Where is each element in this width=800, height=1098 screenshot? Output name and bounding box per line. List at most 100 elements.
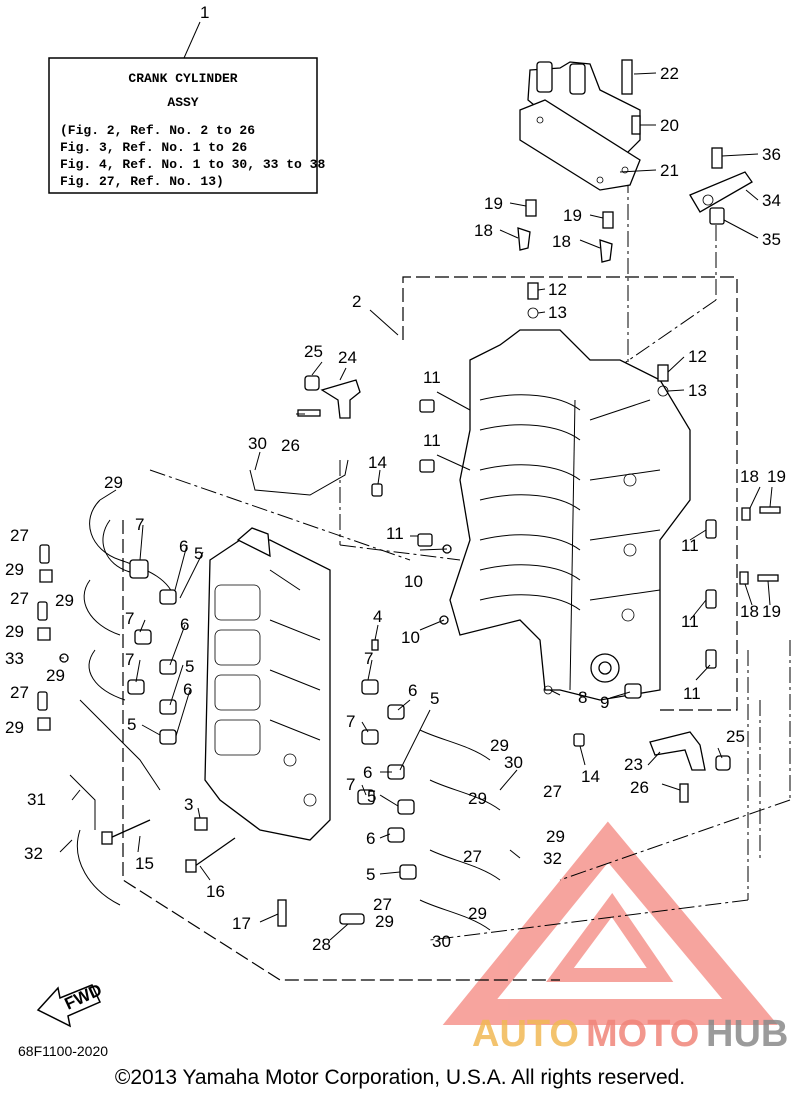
callout-32: 32 bbox=[543, 849, 562, 868]
callout-29: 29 bbox=[46, 666, 65, 685]
logo-text-moto: MOTO bbox=[586, 1013, 699, 1055]
box-ref-line: Fig. 4, Ref. No. 1 to 30, 33 to 38 bbox=[60, 157, 325, 172]
assembly-info-box: CRANK CYLINDER ASSY (Fig. 2, Ref. No. 2 … bbox=[48, 21, 325, 194]
callout-18: 18 bbox=[740, 467, 759, 486]
callout-26: 26 bbox=[630, 778, 649, 797]
callout-7: 7 bbox=[364, 649, 373, 668]
callout-28: 28 bbox=[312, 935, 331, 954]
logo-text-hub: HUB bbox=[706, 1013, 788, 1055]
callout-29: 29 bbox=[5, 718, 24, 737]
callout-27: 27 bbox=[463, 847, 482, 866]
callout-5: 5 bbox=[194, 544, 203, 563]
callout-25: 25 bbox=[726, 727, 745, 746]
callout-12: 12 bbox=[548, 280, 567, 299]
callout-6: 6 bbox=[408, 681, 417, 700]
callout-9: 9 bbox=[600, 693, 609, 712]
box-ref-line: Fig. 3, Ref. No. 1 to 26 bbox=[60, 140, 247, 155]
callout-4: 4 bbox=[373, 607, 382, 626]
callout-29: 29 bbox=[546, 827, 565, 846]
callout-17: 17 bbox=[232, 914, 251, 933]
callout-7: 7 bbox=[125, 609, 134, 628]
bolts bbox=[101, 199, 781, 927]
leader-lines bbox=[59, 72, 773, 941]
callout-25: 25 bbox=[304, 342, 323, 361]
callout-34: 34 bbox=[762, 191, 781, 210]
callout-13: 13 bbox=[548, 303, 567, 322]
callout-11: 11 bbox=[423, 368, 441, 387]
callout-5: 5 bbox=[127, 715, 136, 734]
callout-22: 22 bbox=[660, 64, 679, 83]
copyright-notice: ©2013 Yamaha Motor Corporation, U.S.A. A… bbox=[114, 1066, 686, 1089]
callout-18: 18 bbox=[474, 221, 493, 240]
callout-11: 11 bbox=[386, 524, 404, 543]
logo-text-auto: AUTO bbox=[472, 1013, 579, 1055]
callout-2: 2 bbox=[352, 292, 361, 311]
callout-29: 29 bbox=[468, 904, 487, 923]
callout-24: 24 bbox=[338, 348, 357, 367]
callout-labels: 1 2 3 4 5 5 5 5 5 5 6 6 6 6 6 6 7 7 7 7 … bbox=[5, 3, 786, 954]
callout-29: 29 bbox=[375, 912, 394, 931]
callout-7: 7 bbox=[125, 650, 134, 669]
callout-30: 30 bbox=[432, 932, 451, 951]
callout-29: 29 bbox=[5, 622, 24, 641]
automotohub-watermark bbox=[442, 821, 778, 1025]
callout-29: 29 bbox=[490, 736, 509, 755]
callout-33: 33 bbox=[5, 649, 24, 668]
callout-23: 23 bbox=[624, 755, 643, 774]
callout-35: 35 bbox=[762, 230, 781, 249]
callout-3: 3 bbox=[184, 795, 193, 814]
callout-11: 11 bbox=[681, 612, 699, 631]
callout-18: 18 bbox=[552, 232, 571, 251]
callout-36: 36 bbox=[762, 145, 781, 164]
callout-26: 26 bbox=[281, 436, 300, 455]
callout-30: 30 bbox=[504, 753, 523, 772]
callout-6: 6 bbox=[363, 763, 372, 782]
bracket-assembly bbox=[689, 147, 753, 225]
callout-10: 10 bbox=[401, 628, 420, 647]
callout-7: 7 bbox=[346, 775, 355, 794]
callout-11: 11 bbox=[681, 536, 699, 555]
cylinder-block bbox=[204, 527, 331, 841]
cover-assembly bbox=[519, 59, 641, 191]
callout-5: 5 bbox=[430, 689, 439, 708]
callout-1: 1 bbox=[200, 3, 209, 22]
crankcase-block bbox=[449, 329, 691, 701]
callout-31: 31 bbox=[27, 790, 46, 809]
box-ref-line: (Fig. 2, Ref. No. 2 to 26 bbox=[60, 123, 255, 138]
box-title-line1: CRANK CYLINDER bbox=[128, 71, 237, 86]
callout-6: 6 bbox=[179, 537, 188, 556]
callout-5: 5 bbox=[367, 787, 376, 806]
callout-10: 10 bbox=[404, 572, 423, 591]
valves bbox=[127, 559, 417, 880]
callout-13: 13 bbox=[688, 381, 707, 400]
box-title-line2: ASSY bbox=[167, 95, 198, 110]
box-ref-line: Fig. 27, Ref. No. 13) bbox=[60, 174, 224, 189]
callout-19: 19 bbox=[762, 602, 781, 621]
callout-21: 21 bbox=[660, 161, 679, 180]
callout-27: 27 bbox=[10, 526, 29, 545]
fittings-left bbox=[37, 544, 53, 731]
callout-27: 27 bbox=[10, 589, 29, 608]
fwd-arrow-icon: FWD bbox=[36, 980, 105, 1028]
callout-18: 18 bbox=[740, 602, 759, 621]
callout-29: 29 bbox=[104, 473, 123, 492]
callout-16: 16 bbox=[206, 882, 225, 901]
callout-5: 5 bbox=[185, 657, 194, 676]
callout-32: 32 bbox=[24, 844, 43, 863]
callout-7: 7 bbox=[346, 712, 355, 731]
callout-11: 11 bbox=[683, 684, 701, 703]
callout-20: 20 bbox=[660, 116, 679, 135]
callout-27: 27 bbox=[373, 895, 392, 914]
callout-11: 11 bbox=[423, 431, 441, 450]
callout-12: 12 bbox=[688, 347, 707, 366]
callout-6: 6 bbox=[366, 829, 375, 848]
callout-27: 27 bbox=[10, 683, 29, 702]
callout-7: 7 bbox=[135, 515, 144, 534]
diagram-code: 68F1100-2020 bbox=[18, 1043, 109, 1059]
callout-19: 19 bbox=[484, 194, 503, 213]
callout-30: 30 bbox=[248, 434, 267, 453]
automotohub-logo: AUTO MOTO HUB bbox=[472, 1013, 788, 1055]
callout-14: 14 bbox=[368, 453, 387, 472]
callout-19: 19 bbox=[563, 206, 582, 225]
